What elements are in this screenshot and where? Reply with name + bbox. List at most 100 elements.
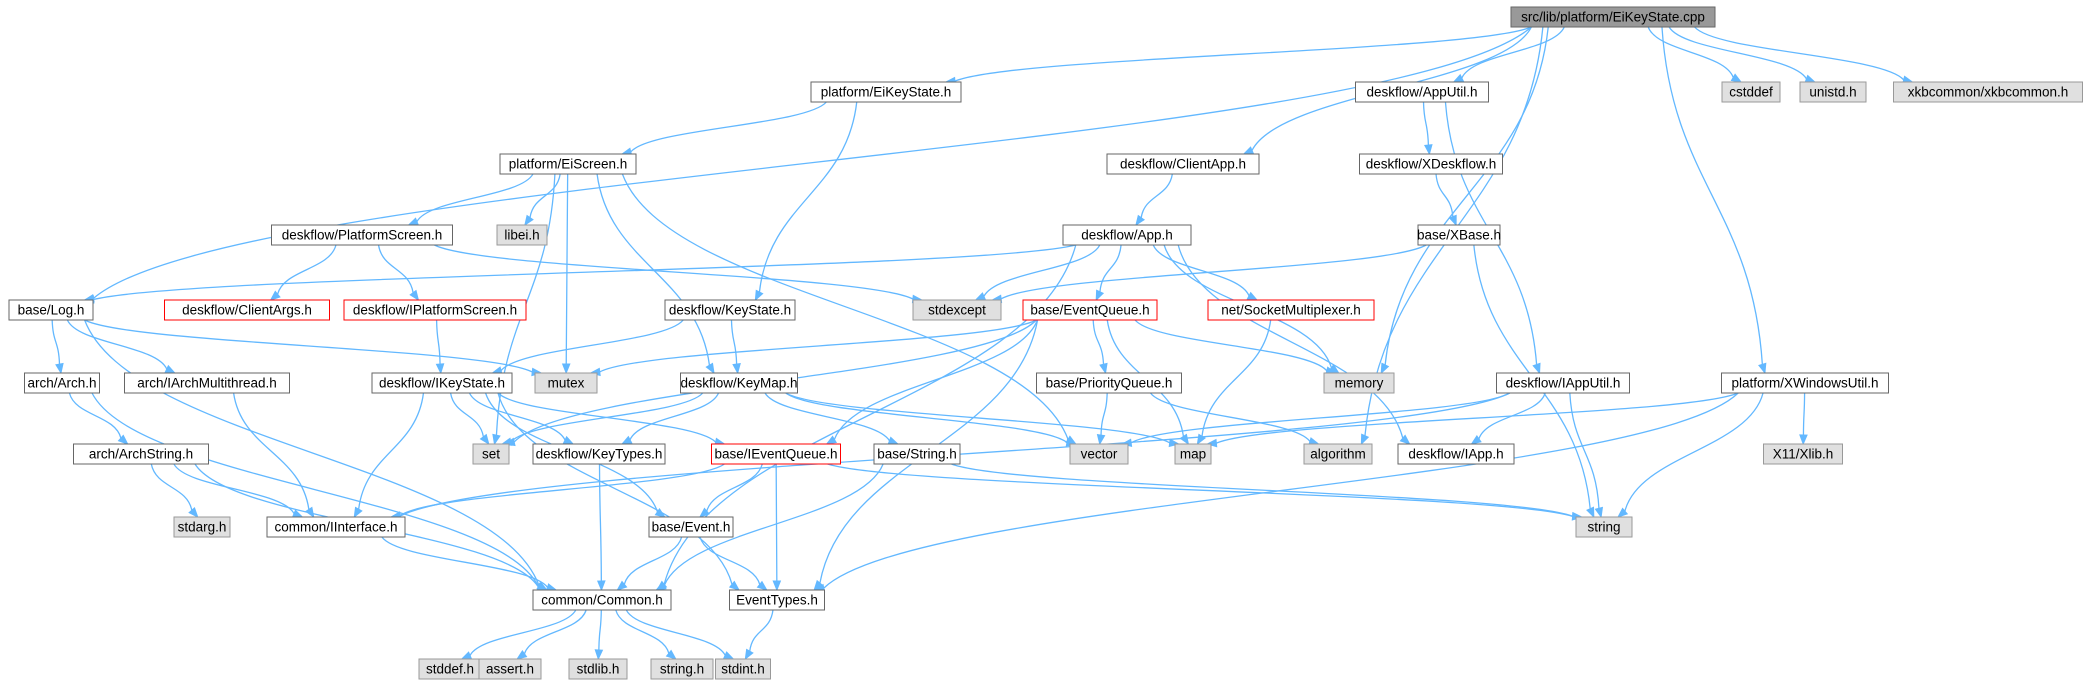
node-box-plat_eikeystate bbox=[810, 81, 962, 103]
node-unistd[interactable]: unistd.h bbox=[1799, 81, 1867, 103]
node-stdlib[interactable]: stdlib.h bbox=[568, 658, 628, 680]
node-basestring[interactable]: base/String.h bbox=[873, 443, 961, 465]
node-box-keystate bbox=[664, 299, 796, 321]
node-keytypes[interactable]: deskflow/KeyTypes.h bbox=[532, 443, 666, 465]
node-archstring[interactable]: arch/ArchString.h bbox=[73, 443, 209, 465]
edge-app-to-stdexcept bbox=[983, 244, 1101, 297]
node-string[interactable]: string bbox=[1575, 516, 1633, 538]
arrowhead-ikeystate-to-keytypes bbox=[562, 435, 575, 445]
node-eventqueue[interactable]: base/EventQueue.h bbox=[1022, 299, 1158, 321]
node-label-common: common/Common.h bbox=[541, 593, 663, 608]
edge-plat_eikeystate-to-keystate bbox=[758, 101, 858, 293]
arrowhead-xwinutil-to-x11xlib bbox=[1799, 434, 1808, 446]
arrowhead-xwinutil-to-map bbox=[1206, 438, 1218, 448]
node-x11xlib[interactable]: X11/Xlib.h bbox=[1763, 443, 1843, 465]
arrowhead-common-to-stdlib bbox=[594, 649, 604, 661]
node-label-string: string bbox=[1587, 520, 1620, 535]
edge-event-to-eventtypes bbox=[699, 536, 761, 585]
node-stddef[interactable]: stddef.h bbox=[418, 658, 482, 680]
node-keystate[interactable]: deskflow/KeyState.h bbox=[664, 299, 796, 321]
edge-keymap-to-map bbox=[785, 392, 1170, 444]
node-xbase[interactable]: base/XBase.h bbox=[1417, 224, 1501, 246]
node-plat_eikeystate[interactable]: platform/EiKeyState.h bbox=[810, 81, 962, 103]
node-clientapp[interactable]: deskflow/ClientApp.h bbox=[1106, 153, 1260, 175]
node-iinterface[interactable]: common/IInterface.h bbox=[266, 516, 406, 538]
node-iarchmt[interactable]: arch/IArchMultithread.h bbox=[124, 372, 290, 394]
node-ikeystate[interactable]: deskflow/IKeyState.h bbox=[371, 372, 513, 394]
arrowhead-eiscreen-to-mutex bbox=[561, 363, 571, 375]
node-event[interactable]: base/Event.h bbox=[648, 516, 734, 538]
arrowhead-eventqueue-to-ieventqueue bbox=[825, 435, 838, 445]
node-clientargs[interactable]: deskflow/ClientArgs.h bbox=[164, 299, 330, 321]
node-label-keymap: deskflow/KeyMap.h bbox=[680, 376, 797, 391]
node-label-keystate: deskflow/KeyState.h bbox=[669, 303, 791, 318]
edge-eiscreen-to-vector bbox=[621, 173, 1069, 440]
edge-priorityqueue-to-vector bbox=[1100, 392, 1108, 436]
node-map[interactable]: map bbox=[1174, 443, 1212, 465]
node-root[interactable]: src/lib/platform/EiKeyState.cpp bbox=[1510, 6, 1716, 28]
arrowhead-archstring-to-iinterface bbox=[291, 509, 304, 518]
node-vector[interactable]: vector bbox=[1069, 443, 1129, 465]
node-label-socketmux: net/SocketMultiplexer.h bbox=[1221, 303, 1361, 318]
node-stdarg[interactable]: stdarg.h bbox=[173, 516, 231, 538]
edges-layer bbox=[51, 26, 1914, 661]
node-mutex[interactable]: mutex bbox=[534, 372, 598, 394]
node-xwinutil[interactable]: platform/XWindowsUtil.h bbox=[1721, 372, 1889, 394]
node-eiscreen[interactable]: platform/EiScreen.h bbox=[499, 153, 637, 175]
node-cstddef[interactable]: cstddef bbox=[1721, 81, 1781, 103]
node-apputil[interactable]: deskflow/AppUtil.h bbox=[1355, 81, 1489, 103]
node-label-platformscreen: deskflow/PlatformScreen.h bbox=[282, 228, 443, 243]
arrowhead-root-to-apputil bbox=[1452, 73, 1465, 83]
arrowhead-xdeskflow-to-xbase bbox=[1448, 214, 1457, 227]
edge-common-to-stringh bbox=[615, 609, 670, 654]
node-assert[interactable]: assert.h bbox=[478, 658, 542, 680]
node-common[interactable]: common/Common.h bbox=[532, 589, 672, 611]
node-box-cstddef bbox=[1721, 81, 1781, 103]
node-label-clientapp: deskflow/ClientApp.h bbox=[1120, 157, 1246, 172]
node-ieventqueue[interactable]: base/IEventQueue.h bbox=[711, 443, 841, 465]
node-stdexcept[interactable]: stdexcept bbox=[912, 299, 1002, 321]
node-box-clientargs bbox=[164, 299, 330, 321]
node-stringh[interactable]: string.h bbox=[650, 658, 714, 680]
node-keymap[interactable]: deskflow/KeyMap.h bbox=[680, 372, 798, 394]
arrowhead-priorityqueue-to-vector bbox=[1096, 433, 1106, 446]
node-box-vector bbox=[1069, 443, 1129, 465]
node-iapp[interactable]: deskflow/IApp.h bbox=[1397, 443, 1515, 465]
edge-ieventqueue-to-iinterface bbox=[399, 463, 725, 517]
node-box-stdint bbox=[715, 658, 771, 680]
edge-ikeystate-to-iinterface bbox=[358, 392, 425, 510]
node-platformscreen[interactable]: deskflow/PlatformScreen.h bbox=[271, 224, 453, 246]
edge-common-to-assert bbox=[523, 609, 587, 655]
node-box-iapp bbox=[1397, 443, 1515, 465]
node-set[interactable]: set bbox=[472, 443, 510, 465]
node-xkbcommon[interactable]: xkbcommon/xkbcommon.h bbox=[1893, 81, 2083, 103]
arrowhead-ieventqueue-to-event bbox=[698, 507, 710, 518]
arrowhead-event-to-common bbox=[616, 580, 628, 591]
node-stdint[interactable]: stdint.h bbox=[715, 658, 771, 680]
arrowhead-common-to-stdint bbox=[722, 651, 735, 660]
node-box-iplatformscreen bbox=[343, 299, 527, 321]
node-xdeskflow[interactable]: deskflow/XDeskflow.h bbox=[1359, 153, 1503, 175]
node-eventtypes[interactable]: EventTypes.h bbox=[729, 589, 825, 611]
node-box-algorithm bbox=[1303, 443, 1373, 465]
edge-keystate-to-ikeystate bbox=[500, 319, 684, 372]
arrowhead-platformscreen-to-clientargs bbox=[269, 290, 281, 301]
arrowhead-common-to-assert bbox=[516, 649, 528, 660]
node-arch[interactable]: arch/Arch.h bbox=[24, 372, 100, 394]
node-box-priorityqueue bbox=[1036, 372, 1182, 394]
node-libei[interactable]: libei.h bbox=[496, 224, 548, 246]
node-algorithm[interactable]: algorithm bbox=[1303, 443, 1373, 465]
node-box-xwinutil bbox=[1721, 372, 1889, 394]
node-iapputil[interactable]: deskflow/IAppUtil.h bbox=[1496, 372, 1630, 394]
node-label-iapp: deskflow/IApp.h bbox=[1408, 447, 1503, 462]
node-priorityqueue[interactable]: base/PriorityQueue.h bbox=[1036, 372, 1182, 394]
arrowhead-root-to-memory bbox=[1380, 362, 1390, 375]
node-memory[interactable]: memory bbox=[1323, 372, 1395, 394]
node-box-eiscreen bbox=[499, 153, 637, 175]
node-iplatformscreen[interactable]: deskflow/IPlatformScreen.h bbox=[343, 299, 527, 321]
node-socketmux[interactable]: net/SocketMultiplexer.h bbox=[1207, 299, 1375, 321]
node-app[interactable]: deskflow/App.h bbox=[1062, 224, 1192, 246]
node-log[interactable]: base/Log.h bbox=[8, 299, 94, 321]
node-box-ikeystate bbox=[371, 372, 513, 394]
